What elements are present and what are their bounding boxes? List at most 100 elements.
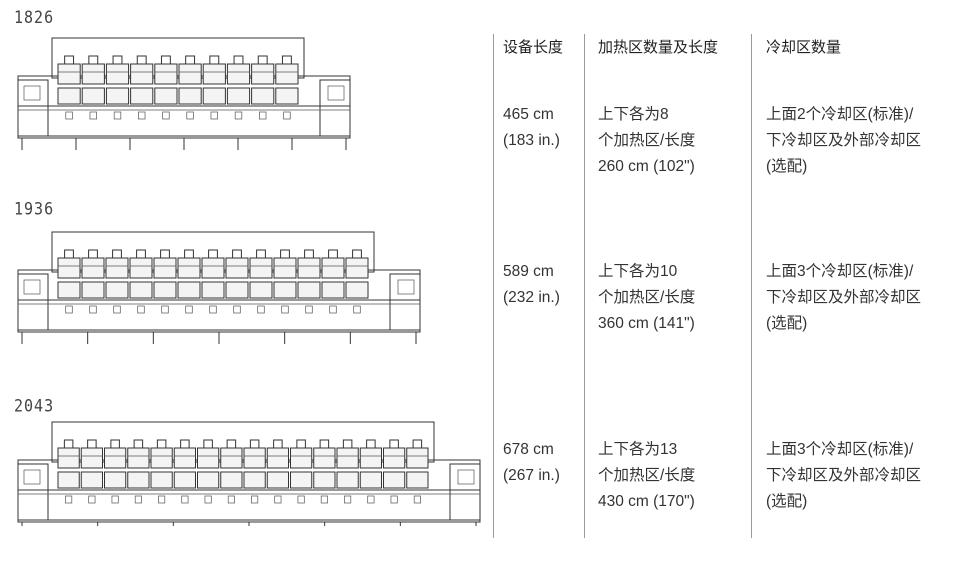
cooling-line: 上面3个冷却区(标准)/ <box>766 441 914 458</box>
side-cabinet-right <box>449 463 481 521</box>
side-cabinet-left <box>17 273 49 331</box>
lower-motor <box>210 111 218 120</box>
upper-heater-zone <box>178 63 202 85</box>
cooling-line: 下冷却区及外部冷却区 <box>766 132 922 149</box>
lower-heater-zone <box>345 281 369 299</box>
side-cabinet-right <box>319 79 351 137</box>
heating-cell: 上下各为10 个加热区/长度 360 cm (141") <box>598 259 695 337</box>
header-length: 设备长度 <box>503 39 564 56</box>
control-box <box>457 469 475 485</box>
lower-heater-zone <box>178 87 202 105</box>
lower-heater-zone <box>80 471 103 489</box>
lower-motor <box>320 495 328 504</box>
upper-heater-zone <box>345 257 369 279</box>
heater-motor <box>209 55 220 65</box>
upper-heater-zone <box>383 447 406 469</box>
heating-line: 430 cm (170") <box>598 493 695 510</box>
machine-drawing-1936 <box>14 230 424 348</box>
heater-motor <box>412 439 423 449</box>
lower-heater-zone <box>153 281 177 299</box>
lower-heater-zone <box>105 87 130 105</box>
lower-heater-zone <box>197 471 220 489</box>
lower-heater-zone <box>243 471 266 489</box>
lower-motor <box>88 495 96 504</box>
upper-heater-zone <box>273 257 297 279</box>
upper-heater-zone <box>80 447 103 469</box>
heater-motor <box>88 55 99 65</box>
lower-heater-zone <box>202 87 226 105</box>
upper-heater-zone <box>321 257 345 279</box>
heater-motor <box>366 439 376 449</box>
lower-motor <box>185 305 193 314</box>
length-in: (183 in.) <box>503 132 560 149</box>
heater-motor <box>280 249 290 259</box>
cooling-cell: 上面3个冷却区(标准)/ 下冷却区及外部冷却区 (选配) <box>766 259 921 337</box>
lower-motor <box>413 495 421 504</box>
heater-motor <box>156 439 167 449</box>
lower-motor <box>65 495 73 504</box>
side-cabinet-left <box>17 79 49 137</box>
oven-hood <box>51 421 435 463</box>
lower-heater-zone <box>105 281 129 299</box>
upper-heater-zone <box>173 447 196 469</box>
lower-heater-zone <box>251 87 275 105</box>
length-cell: 589 cm (232 in.) <box>503 259 560 311</box>
length-cm: 465 cm <box>503 106 554 123</box>
upper-heater-zone <box>154 63 178 85</box>
lower-heater-zone <box>225 281 249 299</box>
heater-motor <box>136 55 147 65</box>
control-box <box>397 279 415 295</box>
heater-motor <box>389 439 399 449</box>
lower-heater-zone <box>336 471 359 489</box>
lower-motor <box>259 111 267 120</box>
lower-motor <box>181 495 189 504</box>
heater-motor <box>256 249 266 259</box>
upper-heater-zone <box>220 447 243 469</box>
lower-heater-zone <box>406 471 429 489</box>
heater-motor <box>110 439 120 449</box>
lower-motor <box>65 111 73 120</box>
lower-motor <box>297 495 305 504</box>
lower-motor <box>89 305 97 314</box>
lower-motor <box>111 495 119 504</box>
heater-motor <box>328 249 338 259</box>
cooling-line: 上面3个冷却区(标准)/ <box>766 263 914 280</box>
upper-heater-zone <box>406 447 429 469</box>
heating-line: 上下各为8 <box>598 106 669 123</box>
heater-motor <box>160 55 171 65</box>
heating-line: 个加热区/长度 <box>598 467 696 484</box>
heater-motor <box>319 439 330 449</box>
model-label-2043: 2043 <box>14 395 55 417</box>
upper-heater-zone <box>127 447 150 469</box>
lower-motor <box>113 111 122 120</box>
cooling-line: (选配) <box>766 493 808 510</box>
upper-heater-zone <box>249 257 273 279</box>
heater-motor <box>88 249 98 259</box>
lower-heater-zone <box>226 87 251 105</box>
column-divider <box>493 34 494 538</box>
header-cooling: 冷却区数量 <box>766 39 842 56</box>
lower-motor <box>390 495 398 504</box>
cooling-cell: 上面3个冷却区(标准)/ 下冷却区及外部冷却区 (选配) <box>766 437 921 515</box>
upper-heater-zone <box>202 63 226 85</box>
heater-motor <box>180 439 190 449</box>
cooling-line: 上面2个冷却区(标准)/ <box>766 106 914 123</box>
upper-heater-zone <box>150 447 173 469</box>
lower-motor <box>274 495 282 504</box>
upper-heater-zone <box>290 447 313 469</box>
side-cabinet-left <box>17 463 49 521</box>
heater-motor <box>203 439 213 449</box>
control-box <box>23 279 41 295</box>
heater-motor <box>87 439 97 449</box>
lower-heater-zone <box>201 281 225 299</box>
model-label-1826: 1826 <box>14 6 55 28</box>
header-heating: 加热区数量及长度 <box>598 39 719 56</box>
heater-motor <box>112 249 122 259</box>
lower-heater-zone <box>173 471 196 489</box>
lower-heater-zone <box>57 87 81 105</box>
lower-heater-zone <box>266 471 289 489</box>
upper-heater-zone <box>57 447 80 469</box>
lower-heater-zone <box>359 471 382 489</box>
heater-motor <box>273 439 283 449</box>
oven-body <box>17 269 421 333</box>
